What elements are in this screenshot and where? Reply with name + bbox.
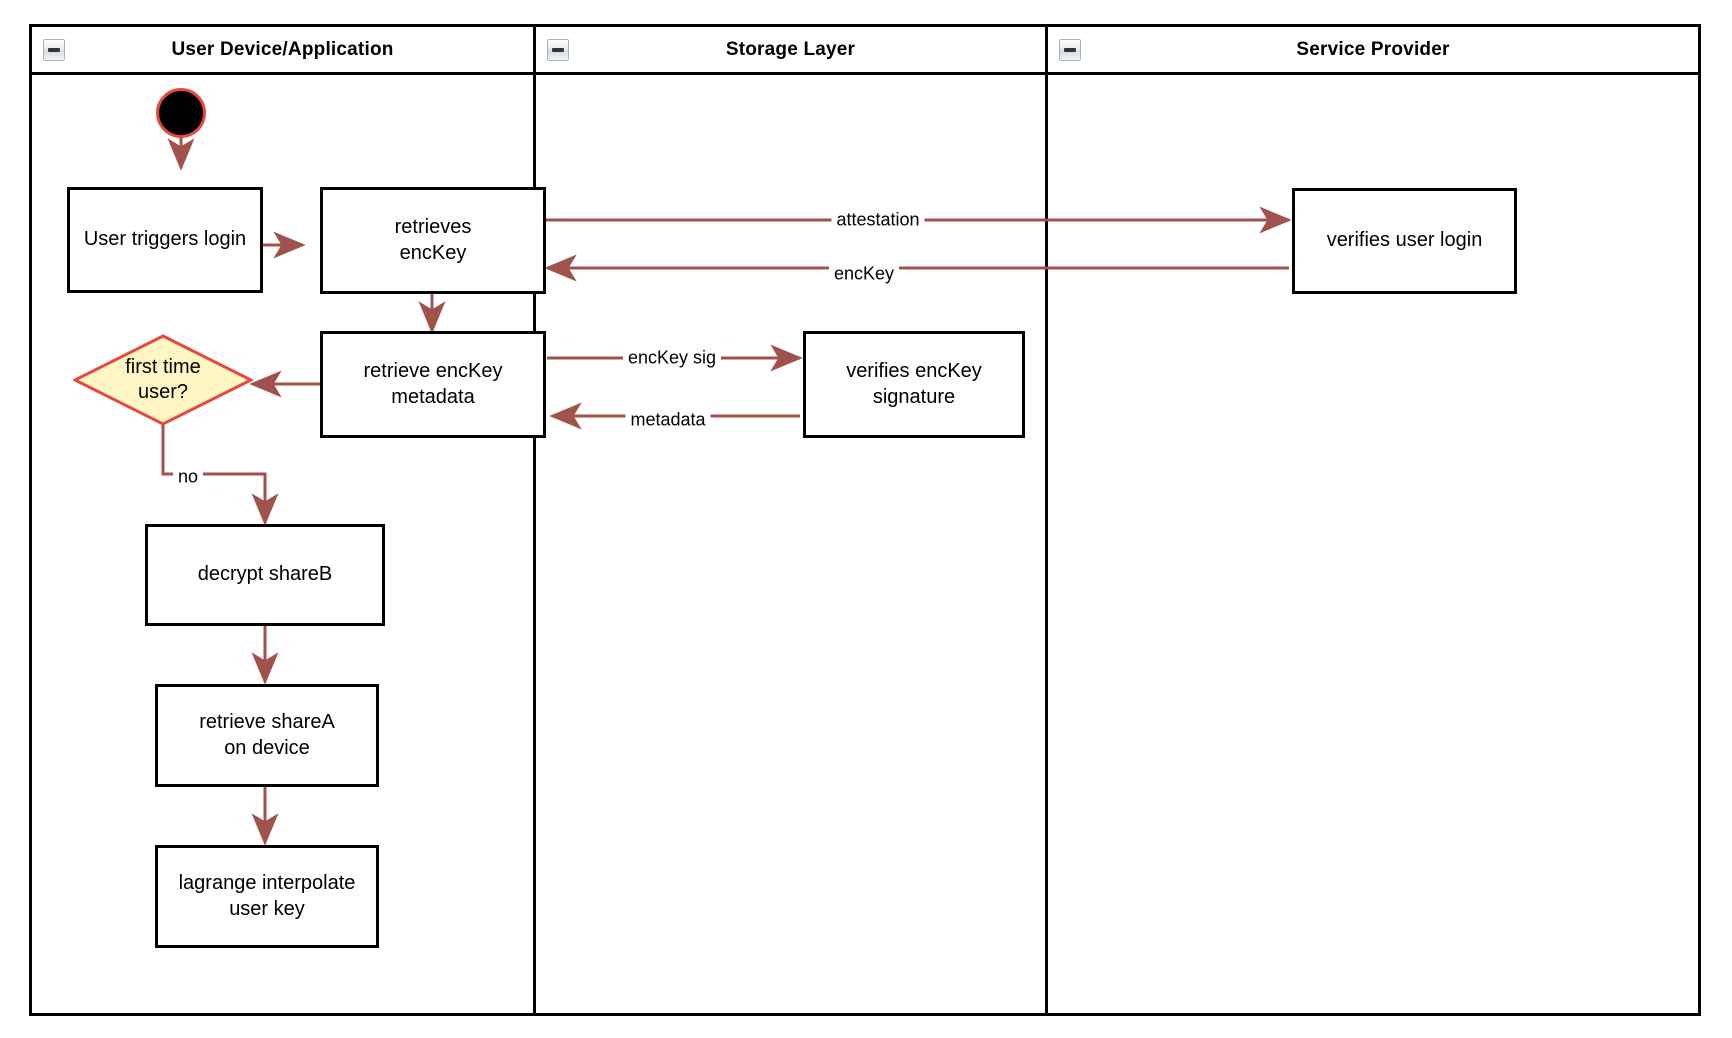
edge-label-metadata: metadata xyxy=(625,409,711,431)
node-first-time-user[interactable]: first time user? xyxy=(73,334,253,426)
edge-label-enckey-sig: encKey sig xyxy=(622,347,722,369)
node-lagrange-interpolate-user-key[interactable]: lagrange interpolate user key xyxy=(155,845,379,948)
lane-title-user-device: User Device/Application xyxy=(171,38,394,60)
node-retrieve-sharea-on-device[interactable]: retrieve shareA on device xyxy=(155,684,379,787)
minus-box-icon[interactable] xyxy=(1059,39,1081,61)
lane-title-service-provider: Service Provider xyxy=(1296,38,1450,60)
node-decrypt-shareb[interactable]: decrypt shareB xyxy=(145,524,385,626)
lane-header-service-provider[interactable]: Service Provider xyxy=(1048,27,1698,75)
node-label: verifies user login xyxy=(1326,229,1483,252)
lane-title-storage-layer: Storage Layer xyxy=(725,38,856,60)
node-label: retrieve encKey metadata xyxy=(363,359,503,408)
edge-label-no: no xyxy=(172,466,204,488)
lane-divider-2 xyxy=(1045,27,1048,1013)
node-verifies-user-login[interactable]: verifies user login xyxy=(1292,188,1517,294)
lane-header-storage-layer[interactable]: Storage Layer xyxy=(536,27,1045,75)
minus-box-icon[interactable] xyxy=(547,39,569,61)
node-label: first time user? xyxy=(125,356,201,403)
node-retrieves-enckey[interactable]: retrieves encKey xyxy=(320,187,546,294)
node-label: lagrange interpolate user key xyxy=(178,871,356,920)
node-label: retrieve shareA on device xyxy=(199,710,335,759)
node-label: retrieves encKey xyxy=(394,215,472,264)
node-label: User triggers login xyxy=(83,228,247,251)
decision-shape xyxy=(73,334,253,426)
node-verifies-enckey-signature[interactable]: verifies encKey signature xyxy=(803,331,1025,438)
node-user-triggers-login[interactable]: User triggers login xyxy=(67,187,263,293)
start-node[interactable] xyxy=(156,88,206,138)
minus-box-icon[interactable] xyxy=(43,39,65,61)
node-label: decrypt shareB xyxy=(197,563,333,586)
edge-label-attestation: attestation xyxy=(831,209,925,231)
node-label: verifies encKey signature xyxy=(846,359,982,408)
edge-label-enckey: encKey xyxy=(828,263,900,285)
lane-header-user-device[interactable]: User Device/Application xyxy=(32,27,533,75)
node-retrieve-enckey-metadata[interactable]: retrieve encKey metadata xyxy=(320,331,546,438)
lane-divider-1 xyxy=(533,27,536,1013)
